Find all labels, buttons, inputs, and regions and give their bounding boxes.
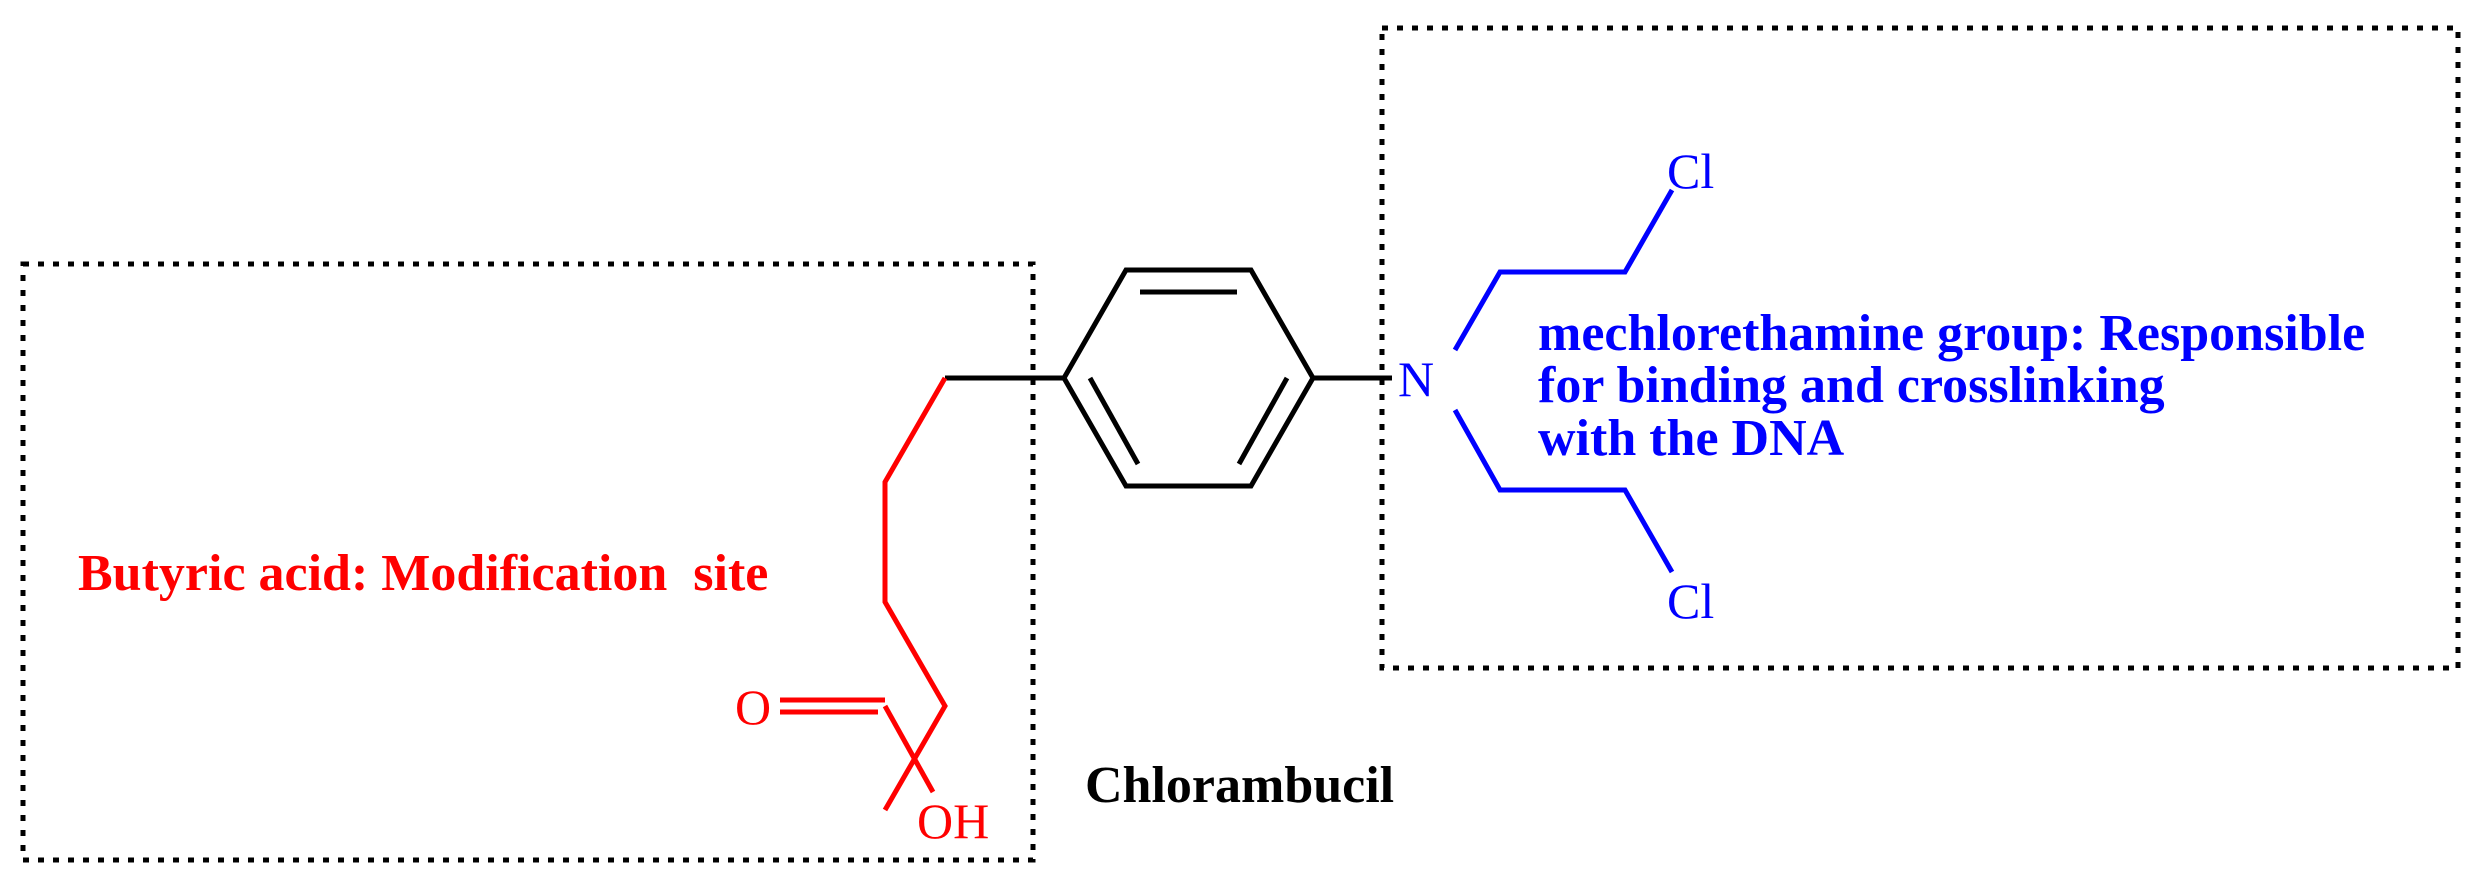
benzene-double-bond-left (1087, 376, 1141, 466)
chlorine-top-label: Cl (1667, 143, 1714, 199)
carbonyl-oxygen-label: O (735, 679, 771, 735)
mustard-annotation-line-2: for binding and crosslinking (1538, 357, 2165, 414)
mustard-annotation-line-1: mechlorethamine group: Responsible (1538, 305, 2365, 362)
lower-chloroethyl-arm (1452, 408, 1675, 574)
mustard-annotation-line-3: with the DNA (1538, 410, 1845, 467)
upper-chloroethyl-arm (1452, 188, 1675, 352)
benzene-double-bond-right (1236, 376, 1290, 466)
modification-site-annotation: Butyric acid: Modification site (78, 545, 768, 602)
butyric-acid-chain (780, 376, 948, 812)
butyric-acid-backbone (882, 376, 948, 812)
mechlorethamine-bonds (1452, 188, 1675, 574)
hydroxyl-bond (882, 704, 936, 794)
benzene-ring (1061, 267, 1316, 489)
hydroxyl-label: OH (917, 793, 989, 849)
mustard-group-box (1379, 25, 2461, 671)
chlorine-bottom-label: Cl (1667, 573, 1714, 629)
compound-name-label: Chlorambucil (1085, 757, 1394, 814)
nitrogen-atom-label: N (1398, 351, 1434, 407)
modification-site-box (20, 261, 1036, 863)
benzene-hexagon (1061, 267, 1316, 489)
